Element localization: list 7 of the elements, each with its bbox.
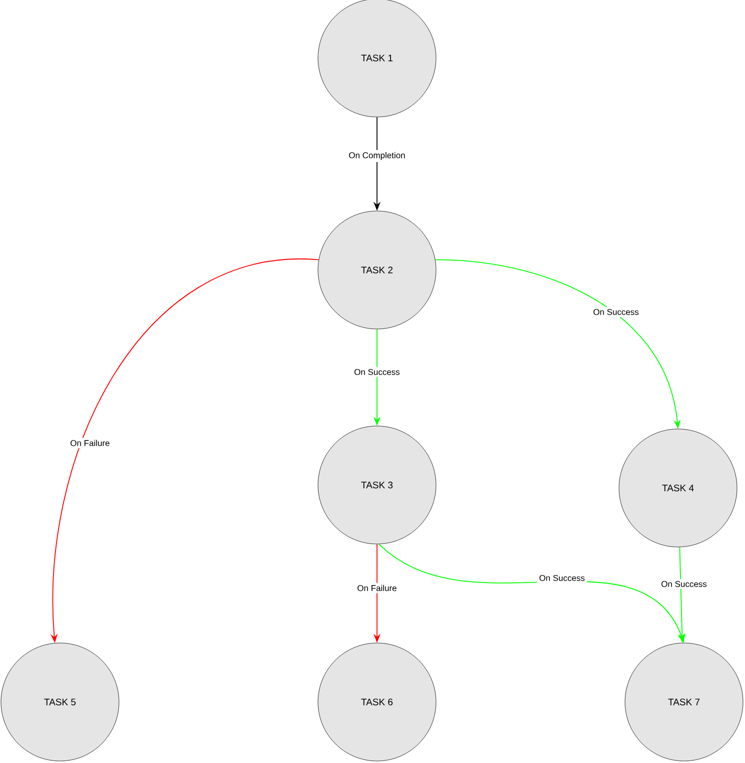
edge-label: On Completion — [346, 150, 408, 162]
edge-label: On Success — [659, 578, 709, 589]
edge-label: On Failure — [355, 582, 399, 594]
edge-label: On Success — [537, 572, 587, 583]
edge-label: On Failure — [68, 438, 112, 448]
edge-label: On Success — [352, 367, 402, 377]
edge-label: On Success — [591, 306, 641, 317]
